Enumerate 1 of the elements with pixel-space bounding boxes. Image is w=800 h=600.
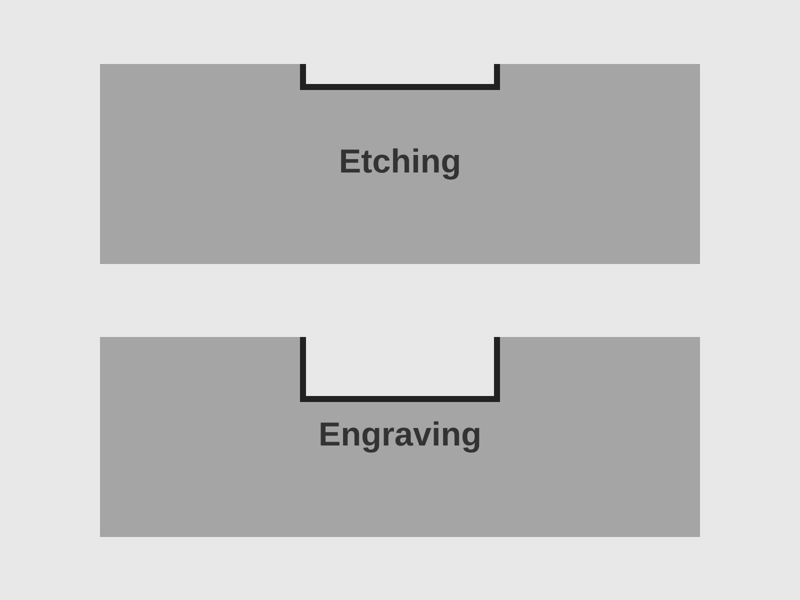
block: Etching	[100, 64, 700, 264]
